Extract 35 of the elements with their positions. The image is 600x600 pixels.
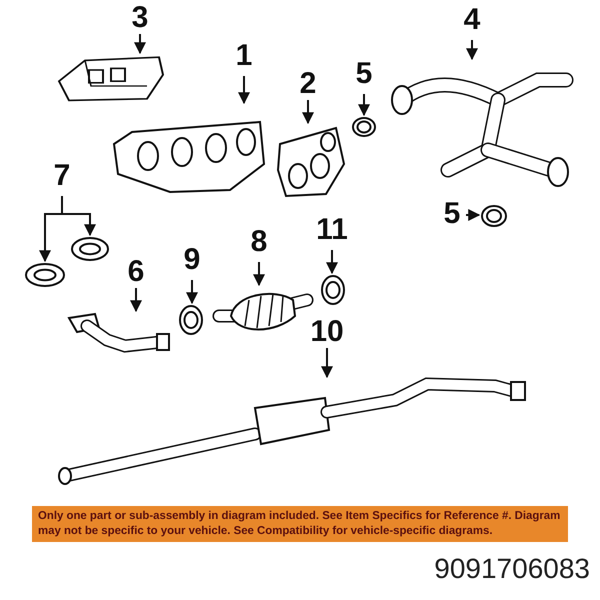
leader-line [186,280,198,304]
gasket-ring-drawing [178,304,204,336]
leader-line [321,348,333,378]
callout-number: 8 [247,226,271,260]
part-number: 9091706083 [433,552,590,586]
flange-gasket-drawing [24,262,66,288]
callout-number: 6 [124,256,148,286]
gasket-ring-drawing [351,116,377,138]
heat-shield-drawing [55,54,165,102]
callout-number: 7 [50,160,74,194]
leader-line [302,100,314,124]
leader-line [130,288,142,312]
callout-number: 3 [125,2,155,32]
callout-number: 4 [460,4,484,38]
gasket-ring-drawing [320,274,346,306]
disclaimer-note: Only one part or sub-assembly in diagram included. See Item Specifics for Reference #. Diagram may not be specific to your vehicle. See Compatibility for vehicle-specific diagrams. [32,506,568,542]
callout-number: 9 [180,244,204,278]
leader-line [238,76,250,104]
leader-line [358,94,370,116]
leader-line [326,250,338,274]
leader-line [253,262,265,286]
front-pipe-drawing [65,312,173,354]
leader-line [134,34,146,54]
gasket-ring-drawing [480,204,508,228]
callout-number: 1 [232,40,256,74]
callout-number: 5 [440,198,464,232]
flange-gasket-drawing [70,236,110,262]
leader-line [466,40,478,60]
callout-number: 5 [352,58,376,92]
manifold-gasket-drawing [276,124,346,198]
leader-line [466,209,480,221]
callout-number: 10 [305,316,349,346]
leader-line [61,196,96,236]
callout-number: 2 [296,68,320,98]
callout-number: 11 [314,214,350,248]
